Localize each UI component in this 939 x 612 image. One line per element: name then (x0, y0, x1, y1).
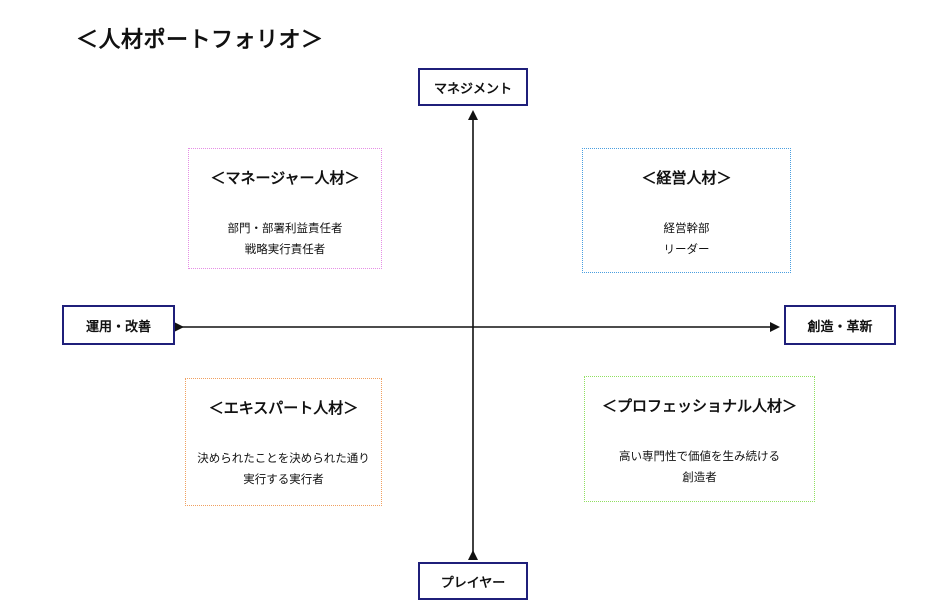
axis-label-management-text: マネジメント (433, 81, 512, 97)
quadrant-professional-line-2: 創造者 (682, 470, 717, 484)
quadrant-executive-line-1: 経営幹部 (663, 221, 710, 235)
axis-label-operation-text: 運用・改善 (85, 319, 151, 335)
axis-label-innovation: 創造・革新 (784, 305, 896, 345)
quadrant-professional: ＜プロフェッショナル人材＞ 高い専門性で価値を生み続ける 創造者 (584, 376, 815, 502)
quadrant-expert-line-2: 実行する実行者 (243, 472, 324, 486)
axis-label-innovation-text: 創造・革新 (807, 319, 873, 335)
axis-label-player-text: プレイヤー (440, 575, 506, 591)
axis-label-player: プレイヤー (418, 562, 528, 600)
page-title: ＜人材ポートフォリオ＞ (76, 28, 324, 53)
quadrant-manager-line-2: 戦略実行責任者 (244, 242, 326, 256)
axis-label-management: マネジメント (418, 68, 528, 106)
quadrant-executive-title: ＜経営人材＞ (641, 169, 732, 187)
axis-label-operation: 運用・改善 (62, 305, 175, 345)
quadrant-professional-title: ＜プロフェッショナル人材＞ (601, 397, 797, 415)
quadrant-professional-line-1: 高い専門性で価値を生み続ける (619, 449, 780, 463)
quadrant-expert: ＜エキスパート人材＞ 決められたことを決められた通り 実行する実行者 (185, 378, 382, 506)
quadrant-executive: ＜経営人材＞ 経営幹部 リーダー (582, 148, 791, 273)
quadrant-manager-line-1: 部門・部署利益責任者 (227, 221, 343, 235)
quadrant-expert-title: ＜エキスパート人材＞ (208, 399, 359, 417)
quadrant-expert-line-1: 決められたことを決められた通り (197, 451, 370, 465)
quadrant-manager: ＜マネージャー人材＞ 部門・部署利益責任者 戦略実行責任者 (188, 148, 382, 269)
quadrant-manager-title: ＜マネージャー人材＞ (210, 169, 360, 187)
quadrant-executive-line-2: リーダー (663, 242, 710, 256)
